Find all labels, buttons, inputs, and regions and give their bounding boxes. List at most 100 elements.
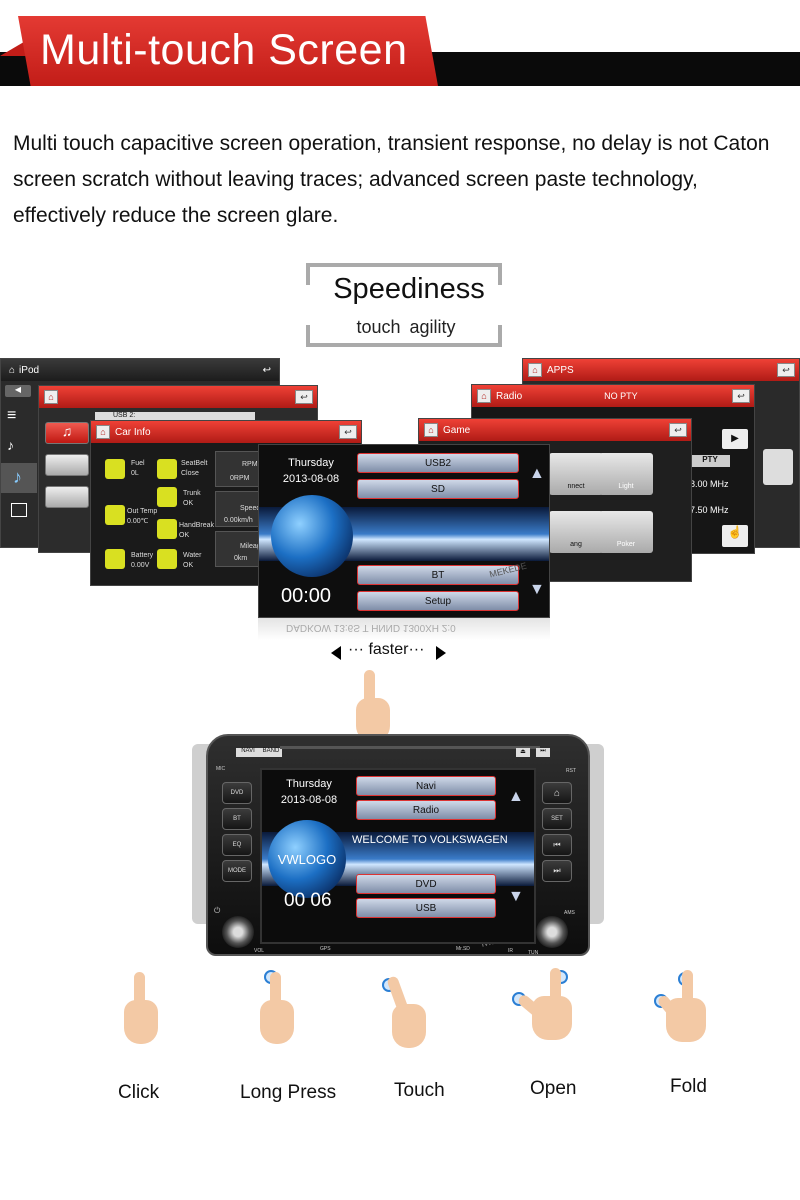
tune-knob[interactable] bbox=[536, 916, 568, 948]
back-icon[interactable]: ↩ bbox=[262, 364, 271, 376]
game-item[interactable]: Poker bbox=[599, 511, 653, 553]
screen-reflection bbox=[258, 618, 550, 640]
banner-red-tab bbox=[18, 16, 438, 86]
temp-icon bbox=[105, 505, 125, 525]
globe-icon bbox=[271, 495, 353, 577]
up-arrow-icon[interactable]: ▲ bbox=[529, 465, 545, 482]
frame-top-right bbox=[498, 263, 502, 285]
sd-label: Mr.SD bbox=[456, 946, 470, 952]
film-icon[interactable] bbox=[45, 454, 89, 476]
home-icon[interactable]: ⌂ bbox=[477, 389, 491, 403]
bt-hw-button[interactable]: BT bbox=[222, 808, 252, 830]
set-hw-button[interactable]: SET bbox=[542, 808, 572, 830]
prev-hw-icon[interactable]: ⏮ bbox=[542, 834, 572, 856]
mileage-label: Mileage bbox=[240, 543, 265, 550]
water-icon bbox=[157, 549, 177, 569]
video-icon[interactable] bbox=[11, 503, 27, 517]
music-note-icon[interactable]: ♪ bbox=[13, 467, 22, 487]
usb-label: USB 2: bbox=[95, 412, 255, 422]
gesture-label: Long Press bbox=[240, 1082, 337, 1103]
mileage-gauge: Mileage 0km bbox=[215, 531, 265, 567]
open-gesture-icon bbox=[512, 968, 586, 1040]
next-track-icon[interactable]: ⏭ bbox=[536, 748, 550, 757]
usb2-button[interactable]: USB2 bbox=[357, 453, 519, 473]
back-icon[interactable]: ↩ bbox=[295, 390, 313, 404]
down-arrow-icon[interactable]: ▼ bbox=[529, 581, 545, 598]
app-tile[interactable] bbox=[763, 449, 793, 485]
volume-knob[interactable] bbox=[222, 916, 254, 948]
freq-1[interactable]: 8.00 MHz bbox=[690, 479, 729, 489]
frame-bottom bbox=[306, 343, 502, 347]
artist-icon[interactable]: ♪ bbox=[7, 437, 14, 453]
up-arrow-icon[interactable]: ▲ bbox=[508, 788, 524, 805]
usb-button[interactable]: USB bbox=[356, 898, 496, 918]
main-menu-screen: Thursday 2013-08-08 USB2 SD BT Setup ▲ ▼… bbox=[258, 444, 550, 618]
play-icon[interactable]: ▶ bbox=[722, 429, 748, 449]
power-icon[interactable]: ⏻ bbox=[214, 906, 221, 915]
frame-bottom-right bbox=[498, 325, 502, 347]
battery-icon bbox=[105, 549, 125, 569]
right-arrow-icon bbox=[436, 646, 446, 660]
mode-hw-button[interactable]: MODE bbox=[222, 860, 252, 882]
home-icon[interactable]: ⌂ bbox=[44, 390, 58, 404]
speediness-title: Speediness bbox=[333, 273, 485, 305]
home-icon[interactable]: ⌂ bbox=[528, 363, 542, 377]
game-item[interactable]: nnect bbox=[549, 453, 603, 495]
freq-2[interactable]: 7.50 MHz bbox=[690, 505, 729, 515]
next-hw-icon[interactable]: ⏭ bbox=[542, 860, 572, 882]
pty-button[interactable]: PTY bbox=[690, 455, 730, 467]
trunk-value: OK bbox=[183, 500, 194, 507]
rst-label: RST bbox=[566, 768, 576, 774]
navi-button[interactable]: Navi bbox=[356, 776, 496, 796]
game-item[interactable]: ang bbox=[549, 511, 603, 553]
music-icon[interactable]: ♫ bbox=[45, 422, 89, 444]
band-hw-button[interactable]: BAND bbox=[260, 748, 282, 757]
eject-icon[interactable]: ⏏ bbox=[516, 748, 530, 757]
temp-value: 0.00℃ bbox=[127, 518, 149, 525]
fold-gesture-icon bbox=[654, 970, 716, 1042]
speed-gauge: Speed 0.00km/h bbox=[215, 491, 263, 527]
back-icon[interactable]: ↩ bbox=[669, 423, 687, 437]
temp-label: Out Temp bbox=[127, 508, 158, 515]
sd-button[interactable]: SD bbox=[357, 479, 519, 499]
down-arrow-icon[interactable]: ▼ bbox=[508, 888, 524, 905]
speediness-subtitle: touch agility bbox=[356, 317, 456, 337]
dvd-button[interactable]: DVD bbox=[356, 874, 496, 894]
left-arrow-icon[interactable]: ◀ bbox=[5, 385, 31, 397]
welcome-text: WELCOME TO VOLKSWAGEN bbox=[352, 834, 508, 846]
reflection-text: DADKOW 13:6S T HNND 1300XH 2:0 bbox=[286, 622, 456, 633]
long-press-gesture-icon bbox=[256, 970, 296, 1044]
intro-text: Multi touch capacitive screen operation,… bbox=[13, 132, 770, 227]
disc-slot bbox=[280, 746, 540, 749]
navi-hw-button[interactable]: NAVI bbox=[236, 748, 260, 757]
faster-label: ··· faster··· bbox=[348, 641, 425, 658]
main-date: 2013-08-08 bbox=[282, 473, 340, 485]
game-item[interactable]: Light bbox=[599, 453, 653, 495]
image-icon[interactable] bbox=[45, 486, 89, 508]
frame-top-left bbox=[306, 263, 310, 285]
frame-bottom-left bbox=[306, 325, 310, 347]
back-icon[interactable]: ↩ bbox=[777, 363, 795, 377]
bt-button[interactable]: BT bbox=[357, 565, 519, 585]
home-icon[interactable]: ⌂ bbox=[9, 364, 16, 376]
home-icon[interactable]: ⌂ bbox=[96, 425, 110, 439]
dvd-hw-button[interactable]: DVD bbox=[222, 782, 252, 804]
list-icon[interactable]: ≡ bbox=[7, 407, 17, 424]
radio-button[interactable]: Radio bbox=[356, 800, 496, 820]
home-hw-icon[interactable]: ⌂ bbox=[542, 782, 572, 804]
back-icon[interactable]: ↩ bbox=[339, 425, 357, 439]
mic-label: MIC bbox=[216, 766, 226, 772]
ams-label: AMS bbox=[564, 910, 575, 916]
rpm-value: 0RPM bbox=[230, 475, 250, 482]
hand-icon[interactable]: ☝ bbox=[722, 525, 748, 547]
setup-button[interactable]: Setup bbox=[357, 591, 519, 611]
home-icon[interactable]: ⌂ bbox=[424, 423, 438, 437]
back-icon[interactable]: ↩ bbox=[732, 389, 750, 403]
carinfo-title: Car Info bbox=[115, 426, 151, 438]
handbreak-value: OK bbox=[179, 532, 190, 539]
seatbelt-label: SeatBelt bbox=[181, 460, 208, 467]
eq-hw-button[interactable]: EQ bbox=[222, 834, 252, 856]
